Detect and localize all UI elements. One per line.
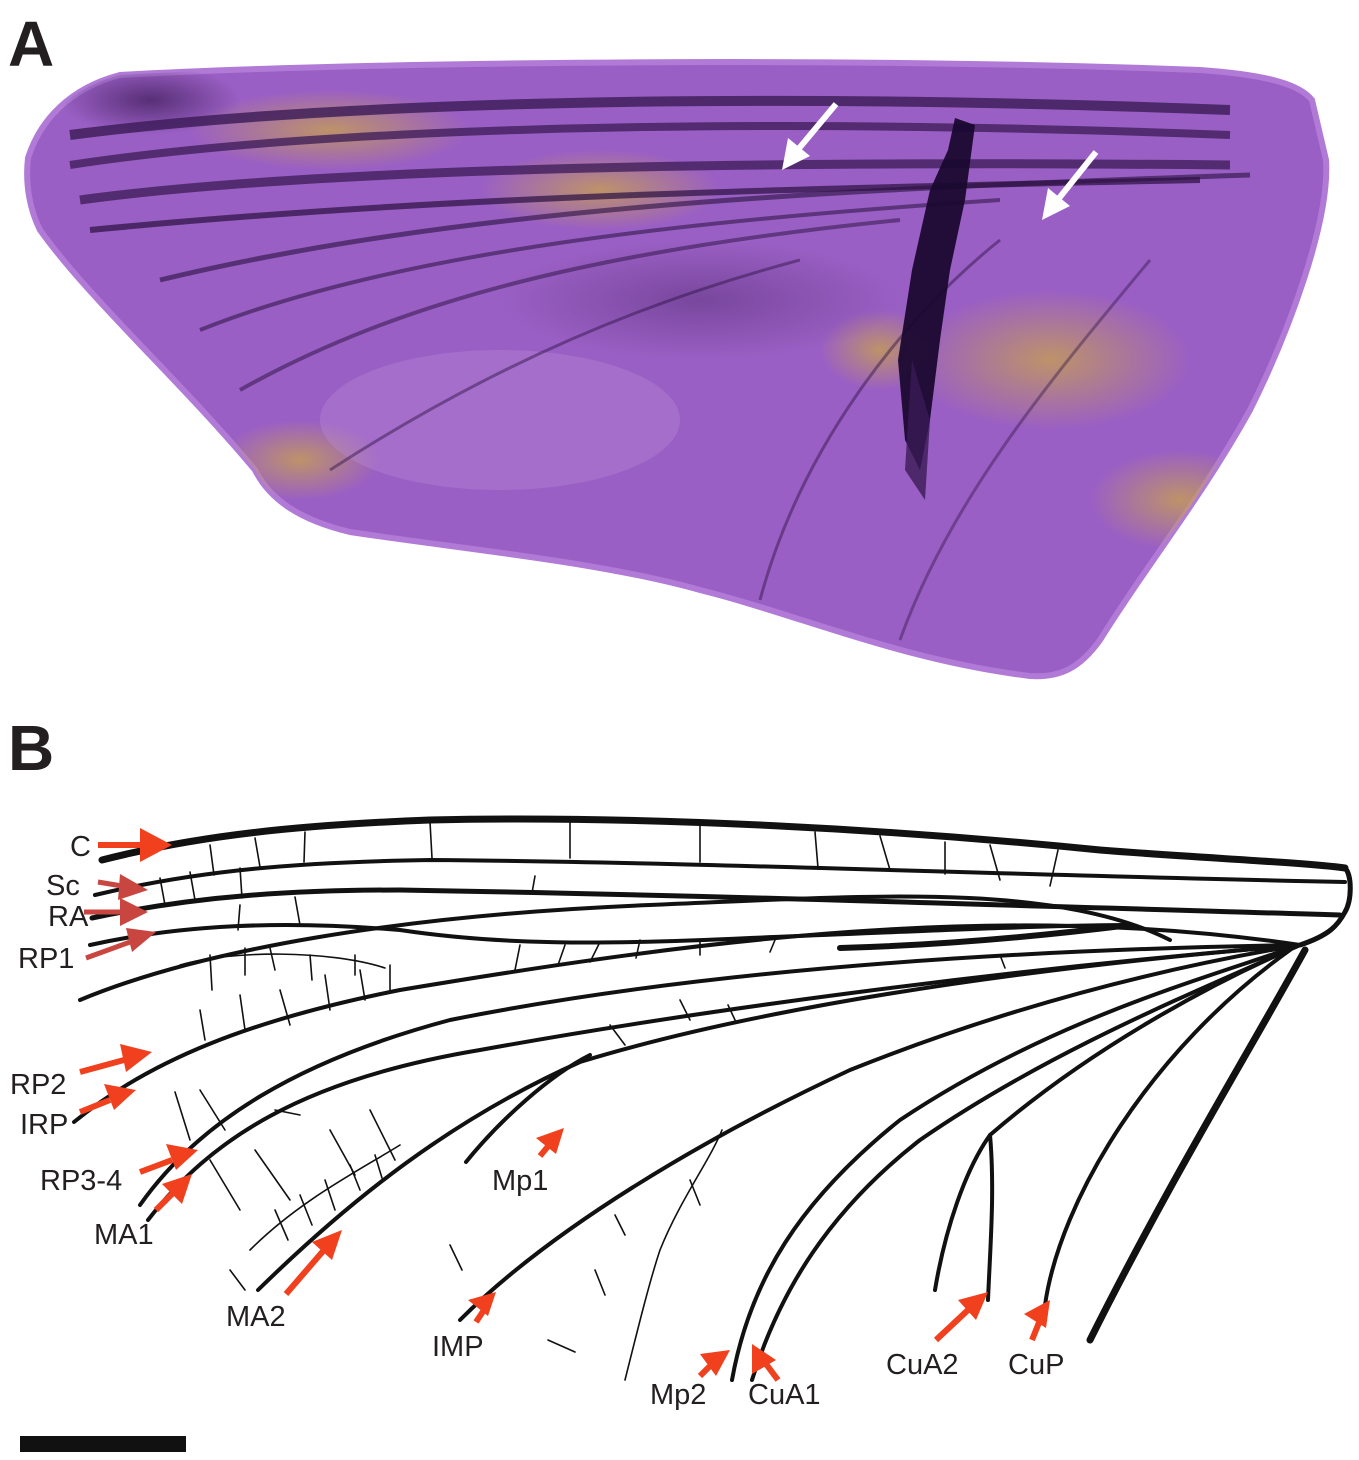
label-mp1: Mp1 <box>492 1165 548 1197</box>
vein-rp3-4 <box>140 945 1300 1205</box>
vein-cua2 <box>935 1135 992 1300</box>
label-ma2: MA2 <box>226 1301 286 1333</box>
label-c: C <box>70 831 91 863</box>
vein-rp2 <box>80 897 1170 1000</box>
label-ra: RA <box>48 901 89 933</box>
label-cua1: CuA1 <box>748 1379 821 1411</box>
vein-sc <box>95 860 1345 895</box>
wing-venation-drawing <box>74 819 1350 1380</box>
fossil-wing-photo <box>27 62 1326 676</box>
annotation-cua1: CuA1 <box>748 1344 821 1411</box>
panel-b-letter: B <box>8 712 54 784</box>
label-rp3-4: RP3-4 <box>40 1165 122 1197</box>
annotation-sc: Sc <box>46 870 148 902</box>
panel-a-letter: A <box>8 8 54 80</box>
scale-bar <box>20 1436 186 1452</box>
annotation-cua2: CuA2 <box>886 1292 988 1381</box>
annotation-cup: CuP <box>1008 1300 1064 1381</box>
vein-c <box>102 819 1345 868</box>
label-mp2: Mp2 <box>650 1379 706 1411</box>
label-rp1: RP1 <box>18 943 74 975</box>
vein-mp1 <box>466 1055 590 1162</box>
annotation-mp1: Mp1 <box>492 1128 564 1197</box>
annotation-imp: IMP <box>432 1292 496 1363</box>
label-cua2: CuA2 <box>886 1349 959 1381</box>
label-sc: Sc <box>46 870 80 902</box>
label-cup: CuP <box>1008 1349 1064 1381</box>
label-imp: IMP <box>432 1331 484 1363</box>
annotation-ma2: MA2 <box>226 1230 342 1333</box>
label-irp: IRP <box>20 1109 68 1141</box>
vein-ma1 <box>148 945 1300 1220</box>
label-rp2: RP2 <box>10 1069 66 1101</box>
annotation-rp1: RP1 <box>18 928 156 975</box>
label-ma1: MA1 <box>94 1219 154 1251</box>
annotation-mp2: Mp2 <box>650 1350 730 1411</box>
